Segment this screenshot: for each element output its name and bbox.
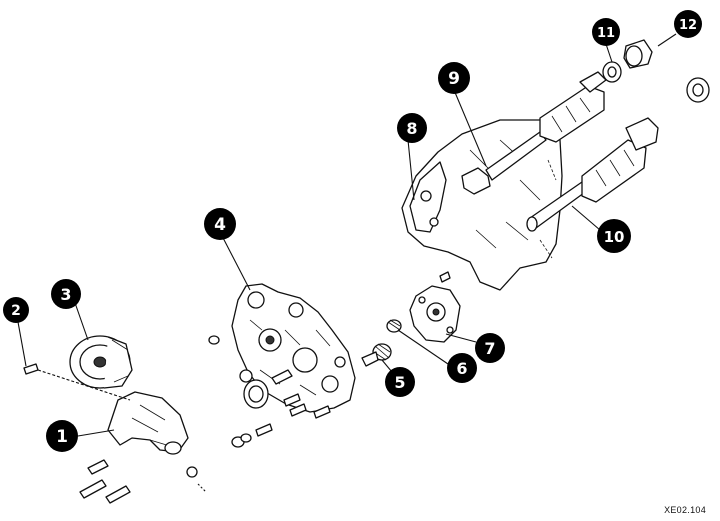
svg-text:9: 9: [448, 69, 460, 89]
callout-6: 6: [447, 353, 477, 383]
svg-text:5: 5: [394, 373, 405, 392]
callout-7: 7: [475, 333, 505, 363]
leader-lines: [17, 33, 677, 437]
svg-text:3: 3: [60, 285, 71, 304]
part-9-shaft: [461, 71, 607, 195]
part-3-pulley: [69, 335, 133, 389]
callout-5: 5: [385, 367, 415, 397]
part-4-fittings: [208, 335, 331, 448]
part-10-shaft: [526, 117, 659, 232]
svg-text:10: 10: [604, 228, 625, 246]
svg-text:2: 2: [11, 303, 21, 319]
callout-8: 8: [397, 113, 427, 143]
callout-9: 9: [438, 62, 470, 94]
callout-11: 11: [592, 18, 620, 46]
part-2-pin: [23, 363, 131, 401]
svg-text:1: 1: [56, 427, 68, 447]
part-12-bushings: [623, 39, 710, 103]
part-5-gear: [361, 343, 392, 367]
part-1-bolts: [79, 459, 207, 504]
callout-4: 4: [204, 208, 236, 240]
svg-text:8: 8: [406, 119, 417, 138]
callout-2: 2: [3, 297, 29, 323]
part-4-housing: [231, 283, 356, 413]
callout-12: 12: [674, 10, 702, 38]
part-6-small-gear: [386, 319, 402, 333]
callout-1: 1: [46, 420, 78, 452]
svg-text:11: 11: [597, 26, 615, 41]
reference-code: XE02.104: [664, 505, 706, 515]
part-8-engine-block: [401, 119, 563, 291]
svg-text:4: 4: [214, 215, 226, 235]
part-11-bushing: [602, 61, 622, 83]
callout-10: 10: [597, 219, 631, 253]
svg-text:12: 12: [679, 18, 697, 33]
callout-3: 3: [51, 279, 81, 309]
part-7-pump-plate: [409, 271, 461, 343]
part-1-bracket: [107, 391, 189, 455]
svg-text:7: 7: [484, 339, 495, 358]
svg-text:6: 6: [456, 359, 467, 378]
